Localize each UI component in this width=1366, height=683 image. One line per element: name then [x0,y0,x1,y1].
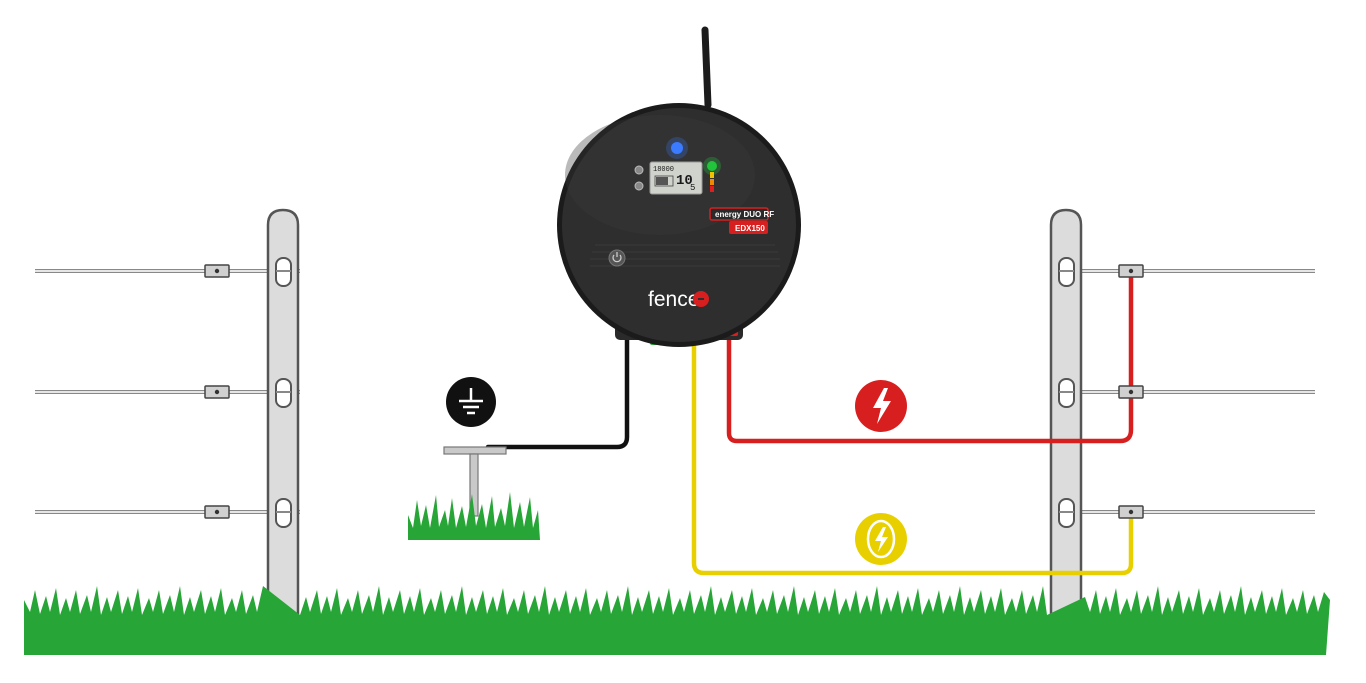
energy-bolt-icon [855,513,907,565]
live-wire [726,272,1134,444]
wire-connector [1118,505,1144,519]
lightning-bolt-icon [855,380,907,432]
wire-connector [204,385,230,399]
earth-ground-icon [446,377,496,427]
wire-connector [1118,385,1144,399]
wire-connector [1118,264,1144,278]
left-fence-wires [35,269,300,514]
product-line-label: energy DUO RF [715,210,774,219]
lcd-main-value: 10 [676,173,693,189]
brand-logo: fence [648,288,709,311]
insulator [1058,498,1075,528]
wire-connector [204,264,230,278]
side-buttons [634,165,644,191]
insulator [275,257,292,287]
insulator [275,498,292,528]
power-indicator [703,157,721,192]
right-fence-wires [1052,269,1315,514]
insulator [1058,257,1075,287]
power-button[interactable] [608,249,626,267]
left-fence-post [266,208,300,627]
insulator [275,378,292,408]
wire-connector [204,505,230,519]
lcd-display: 18000 10 5 [649,161,703,195]
earth-grass-tuft [408,492,540,540]
button-up[interactable] [634,165,644,175]
button-down[interactable] [634,181,644,191]
ground-grass [24,586,1330,655]
product-badge: energy DUO RF EDX150 [709,207,774,234]
lcd-top-value: 18000 [653,166,674,174]
earth-rod [443,446,507,517]
lcd-sub-value: 5 [690,183,695,193]
insulator [1058,378,1075,408]
right-fence-post [1049,208,1083,617]
brand-name: fence [648,288,699,311]
energizer: 18000 10 5 energy DUO RF EDX150 [557,26,801,347]
antenna [701,26,712,109]
status-led [671,142,683,154]
model-label: EDX150 [735,224,765,233]
energy-wire [691,345,1134,576]
earth-wire [485,330,630,450]
